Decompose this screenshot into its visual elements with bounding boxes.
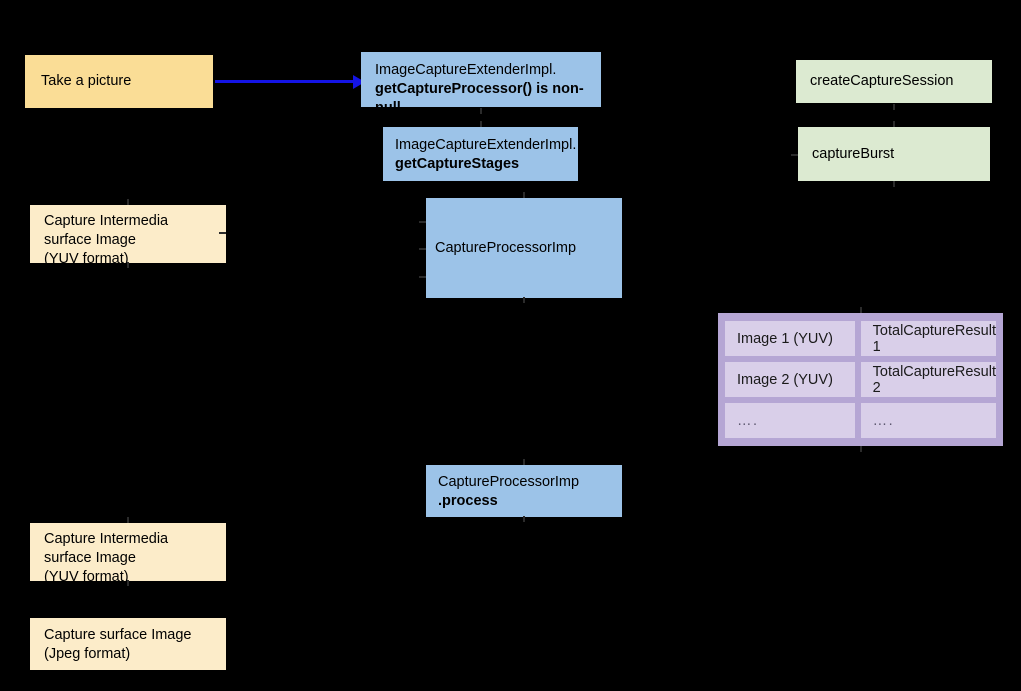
node-get-capture-processor-line2: getCaptureProcessor() is non-null bbox=[375, 81, 584, 116]
node-get-capture-stages[interactable]: ImageCaptureExtenderImpl. getCaptureStag… bbox=[383, 127, 578, 181]
node-create-capture-session-label: createCaptureSession bbox=[810, 73, 954, 89]
connector-stub-intermedia-top-bottom bbox=[127, 262, 129, 268]
node-capture-intermedia-surface-image-bottom[interactable]: Capture Intermedia surface Image (YUV fo… bbox=[30, 523, 226, 585]
node-get-capture-stages-line1: ImageCaptureExtenderImpl. bbox=[395, 137, 577, 153]
connector-stub-capture-burst-bottom bbox=[893, 181, 895, 187]
connector-stub-processor-left-middle bbox=[419, 248, 426, 250]
node-intermedia-bottom-line3: (YUV format) bbox=[44, 569, 129, 585]
node-capture-surface-image-jpeg[interactable]: Capture surface Image (Jpeg format) bbox=[30, 618, 226, 670]
table-row-total-capture-result-1[interactable]: TotalCaptureResult 1 bbox=[860, 321, 996, 356]
node-capture-surface-jpeg-line2: (Jpeg format) bbox=[44, 646, 131, 662]
connector-stub-processor-bottom bbox=[523, 297, 525, 303]
node-intermedia-top-line1: Capture Intermedia bbox=[44, 213, 169, 229]
table-row-image-ellipsis[interactable]: …. bbox=[725, 403, 855, 438]
connector-stub-get-capture-stages-top bbox=[480, 121, 482, 127]
node-capture-processor-imp-process[interactable]: CaptureProcessorImp .process bbox=[426, 465, 622, 517]
node-capture-surface-jpeg-line1: Capture surface Image bbox=[44, 627, 192, 643]
node-capture-burst[interactable]: captureBurst bbox=[798, 127, 990, 181]
connector-stub-results-table-bottom bbox=[860, 446, 862, 452]
results-table: Image 1 (YUV) Image 2 (YUV) …. TotalCapt… bbox=[718, 313, 1003, 446]
node-get-capture-processor[interactable]: ImageCaptureExtenderImpl. getCaptureProc… bbox=[361, 52, 601, 116]
node-capture-intermedia-surface-image-top[interactable]: Capture Intermedia surface Image (YUV fo… bbox=[30, 205, 226, 267]
node-capture-processor-imp[interactable]: CaptureProcessorImp bbox=[426, 198, 622, 298]
node-take-a-picture[interactable]: Take a picture bbox=[25, 55, 213, 108]
connector-stub-processor-top bbox=[523, 192, 525, 198]
node-take-a-picture-label: Take a picture bbox=[41, 73, 132, 89]
node-capture-processor-process-line2: .process bbox=[438, 493, 498, 509]
connector-stub-processor-left-upper bbox=[419, 221, 426, 223]
node-get-capture-stages-line2: getCaptureStages bbox=[395, 156, 520, 172]
connector-stub-intermedia-top-right bbox=[219, 232, 226, 234]
node-get-capture-processor-line1: ImageCaptureExtenderImpl. bbox=[375, 62, 557, 78]
connector-stub-intermedia-bottom-bottom bbox=[127, 580, 129, 586]
connector-stub-intermedia-bottom-top bbox=[127, 517, 129, 523]
connector-stub-processor-left-lower bbox=[419, 276, 426, 278]
node-intermedia-top-line3: (YUV format) bbox=[44, 251, 129, 267]
node-create-capture-session[interactable]: createCaptureSession bbox=[796, 60, 992, 103]
table-row-total-capture-result-2[interactable]: TotalCaptureResult 2 bbox=[860, 362, 996, 397]
connector-stub-create-session-bottom bbox=[893, 104, 895, 110]
results-table-right-column: TotalCaptureResult 1 TotalCaptureResult … bbox=[860, 321, 996, 438]
node-capture-processor-process-line1: CaptureProcessorImp bbox=[438, 474, 580, 490]
node-capture-burst-label: captureBurst bbox=[812, 145, 895, 162]
connector-stub-process-bottom bbox=[523, 516, 525, 522]
table-row-image-1[interactable]: Image 1 (YUV) bbox=[725, 321, 855, 356]
node-intermedia-bottom-line1: Capture Intermedia bbox=[44, 531, 169, 547]
connector-stub-get-capture-processor-bottom bbox=[480, 108, 482, 114]
table-row-total-capture-result-ellipsis[interactable]: …. bbox=[860, 403, 996, 438]
connector-take-picture-to-get-capture-processor-line bbox=[215, 80, 355, 83]
connector-stub-process-top bbox=[523, 459, 525, 465]
node-intermedia-top-line2: surface Image bbox=[44, 232, 136, 248]
connector-stub-capture-burst-left bbox=[791, 154, 798, 156]
node-intermedia-bottom-line2: surface Image bbox=[44, 550, 136, 566]
results-table-left-column: Image 1 (YUV) Image 2 (YUV) …. bbox=[725, 321, 855, 438]
connector-stub-results-table-top bbox=[860, 307, 862, 313]
node-capture-processor-imp-label: CaptureProcessorImp bbox=[435, 239, 577, 256]
table-row-image-2[interactable]: Image 2 (YUV) bbox=[725, 362, 855, 397]
connector-stub-capture-burst-top bbox=[893, 121, 895, 127]
connector-stub-intermedia-top-top bbox=[127, 199, 129, 205]
